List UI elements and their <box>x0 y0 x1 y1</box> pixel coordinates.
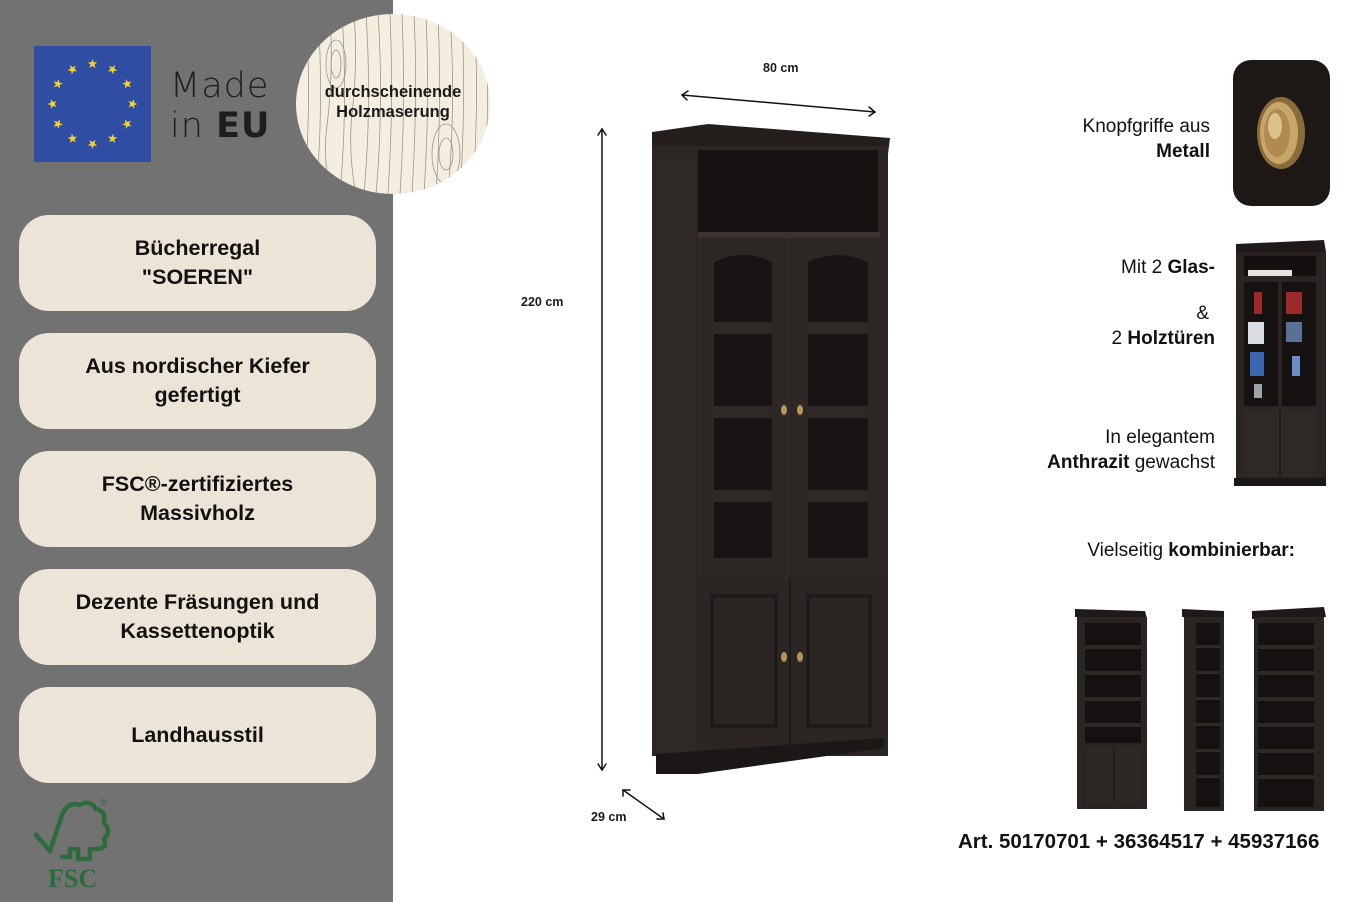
feature-line2: Massivholz <box>140 501 255 525</box>
doors-wood-bold: Holztüren <box>1127 328 1215 349</box>
finish-line1: In elegantem <box>1105 427 1215 448</box>
bookcase-with-books-image <box>1234 238 1328 488</box>
wood-grain-badge: durchscheinende Holzmaserung <box>296 14 490 194</box>
feature-line1: Bücherregal <box>134 236 261 260</box>
wood-grain-texture-icon <box>303 14 488 194</box>
doors-ampersand: & <box>1196 303 1209 324</box>
combinable-prefix: Vielseitig <box>1087 540 1169 561</box>
made-in-line2-prefix: in <box>170 106 204 146</box>
doors-line1-prefix: Mit 2 <box>1121 257 1168 278</box>
feature-card-style: Landhausstil <box>19 687 376 783</box>
feature-card-material: Aus nordischer Kiefer gefertigt <box>19 333 376 429</box>
finish-description: In elegantem Anthrazit gewachst <box>1000 425 1215 475</box>
feature-line1: Landhausstil <box>131 722 264 747</box>
knob-material-bold: Metall <box>1156 141 1210 162</box>
fsc-logo-icon: ® FSC <box>32 795 114 893</box>
depth-dimension-label: 29 cm <box>591 810 627 824</box>
combinable-bold: kombinierbar: <box>1168 540 1295 561</box>
article-numbers: Art. 50170701 + 36364517 + 45937166 <box>958 830 1320 853</box>
feature-card-product-name: Bücherregal "SOEREN" <box>19 215 376 311</box>
finish-suffix: gewachst <box>1129 452 1215 473</box>
wood-badge-line1: durchscheinende <box>324 83 462 101</box>
made-in-eu-bold: EU <box>216 106 271 146</box>
made-in-eu-label: Made in EU <box>170 66 270 146</box>
svg-text:®: ® <box>100 797 107 807</box>
wood-badge-line2: Holzmaserung <box>336 103 450 121</box>
height-dimension-label: 220 cm <box>521 295 564 309</box>
feature-line2: "SOEREN" <box>141 265 254 289</box>
finish-color-bold: Anthrazit <box>1047 452 1130 473</box>
eu-flag-icon <box>34 46 151 162</box>
width-dimension-label: 80 cm <box>763 61 799 75</box>
combinable-label: Vielseitig kombinierbar: <box>1040 538 1295 563</box>
combo-narrow-bookcase-image <box>1182 605 1227 815</box>
doors-glass-bold: Glas- <box>1167 257 1215 278</box>
doors-description: Mit 2 Glas- & 2 Holztüren <box>1060 255 1215 351</box>
feature-line2: gefertigt <box>154 383 241 407</box>
knob-line1: Knopfgriffe aus <box>1082 116 1210 137</box>
svg-text:FSC: FSC <box>48 864 97 891</box>
combo-bookcase-with-doors-image <box>1075 605 1150 815</box>
feature-line2: Kassettenoptik <box>120 619 275 643</box>
bookcase-main-image <box>648 124 892 780</box>
made-in-line1: Made <box>170 66 270 106</box>
knob-description: Knopfgriffe aus Metall <box>1060 114 1210 164</box>
feature-line1: FSC®-zertifiziertes <box>101 472 294 496</box>
feature-line1: Dezente Fräsungen und <box>75 590 320 614</box>
metal-knob-image <box>1233 60 1330 206</box>
feature-line1: Aus nordischer Kiefer <box>85 354 310 378</box>
doors-line3-prefix: 2 <box>1111 328 1128 349</box>
combo-open-bookcase-image <box>1252 605 1327 815</box>
